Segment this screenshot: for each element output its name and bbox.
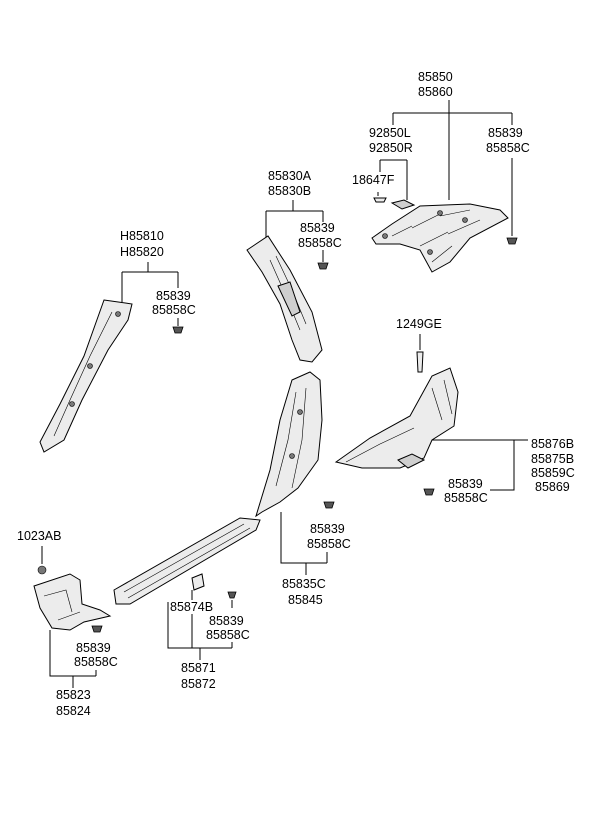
rear-trim-group: 1249GE 85876B 85875B 85859C 85869 85839 … bbox=[334, 317, 575, 505]
part-number-85876B: 85876B bbox=[531, 437, 574, 451]
scuff-trim-panel bbox=[113, 517, 261, 605]
roof-trim-panel bbox=[371, 203, 509, 273]
fp-boss-1 bbox=[115, 311, 121, 317]
part-number-85858C-cp-lower: 85858C bbox=[307, 537, 351, 551]
roof-clip-icon bbox=[506, 237, 518, 245]
part-number-85874B: 85874B bbox=[170, 600, 213, 614]
cowl-trim-detail bbox=[43, 589, 81, 621]
roof-trim-group: 85850 85860 92850L 92850R 85839 85858C 1… bbox=[352, 70, 530, 273]
leader-H85810 bbox=[121, 262, 179, 302]
leader-85823 bbox=[49, 630, 97, 688]
cp-upper-clip-icon bbox=[317, 262, 329, 270]
leader-85871 bbox=[167, 590, 233, 660]
part-number-85858C-rear: 85858C bbox=[444, 491, 488, 505]
center-pillar-upper-group: 85830A 85830B 85839 85858C bbox=[246, 169, 342, 363]
part-number-85835C: 85835C bbox=[282, 577, 326, 591]
center-pillar-lower-panel bbox=[255, 371, 323, 518]
part-number-85872: 85872 bbox=[181, 677, 216, 691]
fp-boss-3 bbox=[69, 401, 75, 407]
leader-rear-trim bbox=[432, 439, 528, 491]
part-number-85830B: 85830B bbox=[268, 184, 311, 198]
part-number-18647F: 18647F bbox=[352, 173, 395, 187]
part-number-92850R: 92850R bbox=[369, 141, 413, 155]
part-number-85858C-cowl: 85858C bbox=[74, 655, 118, 669]
bolt-icon bbox=[37, 565, 47, 575]
sill-clip-icon bbox=[227, 591, 237, 599]
part-number-85824: 85824 bbox=[56, 704, 91, 718]
part-number-85839-rear: 85839 bbox=[448, 477, 483, 491]
center-pillar-lower-group: 85839 85858C 85835C 85845 bbox=[255, 371, 351, 607]
cowl-clip-icon bbox=[91, 625, 103, 633]
part-number-92850L: 92850L bbox=[369, 126, 411, 140]
front-pillar-group: H85810 H85820 85839 85858C bbox=[39, 229, 196, 453]
part-number-H85810: H85810 bbox=[120, 229, 164, 243]
bulb-icon bbox=[373, 197, 387, 203]
part-number-85858C-sill: 85858C bbox=[206, 628, 250, 642]
roof-boss-3 bbox=[462, 217, 468, 223]
roof-boss-1 bbox=[382, 233, 388, 239]
part-number-85839-sill: 85839 bbox=[209, 614, 244, 628]
clip-85874B-icon bbox=[191, 573, 205, 591]
leader-85830 bbox=[265, 200, 324, 240]
screw-icon bbox=[416, 351, 424, 373]
cowl-trim-panel bbox=[33, 573, 112, 631]
fp-clip-icon bbox=[172, 326, 184, 334]
part-number-85845: 85845 bbox=[288, 593, 323, 607]
part-number-85839-cowl: 85839 bbox=[76, 641, 111, 655]
part-number-85858C-fp: 85858C bbox=[152, 303, 196, 317]
part-number-85839-fp: 85839 bbox=[156, 289, 191, 303]
part-number-85839-cp-lower: 85839 bbox=[310, 522, 345, 536]
center-pillar-lower-detail bbox=[275, 387, 307, 489]
rear-trim-pocket bbox=[397, 453, 426, 469]
cowl-trim-group: 1023AB 85839 85858C 85823 85824 bbox=[17, 529, 118, 718]
part-number-85860: 85860 bbox=[418, 85, 453, 99]
cp-lower-clip-icon bbox=[323, 501, 335, 509]
leader-85835C bbox=[280, 512, 328, 575]
part-number-85858C-cp-upper: 85858C bbox=[298, 236, 342, 250]
fp-boss-2 bbox=[87, 363, 93, 369]
rear-trim-detail bbox=[345, 379, 453, 463]
part-number-85839-roof: 85839 bbox=[488, 126, 523, 140]
cpl-boss-2 bbox=[289, 453, 295, 459]
part-number-85859C: 85859C bbox=[531, 466, 575, 480]
part-number-85869: 85869 bbox=[535, 480, 570, 494]
scuff-trim-detail bbox=[123, 523, 251, 599]
part-number-85830A: 85830A bbox=[268, 169, 312, 183]
part-number-H85820: H85820 bbox=[120, 245, 164, 259]
roof-trim-detail bbox=[391, 209, 481, 263]
scuff-trim-group: 85874B 85839 85858C 85871 85872 bbox=[113, 517, 261, 691]
part-number-85858C-roof: 85858C bbox=[486, 141, 530, 155]
seatbelt-slot bbox=[277, 281, 301, 317]
grab-handle-icon bbox=[390, 199, 416, 210]
part-number-1023AB: 1023AB bbox=[17, 529, 61, 543]
leader-92850 bbox=[379, 159, 408, 200]
roof-boss-2 bbox=[437, 210, 443, 216]
cpl-boss-1 bbox=[297, 409, 303, 415]
front-pillar-detail bbox=[53, 311, 113, 437]
rear-trim-panel bbox=[334, 367, 459, 469]
part-number-85871: 85871 bbox=[181, 661, 216, 675]
part-number-85823: 85823 bbox=[56, 688, 91, 702]
roof-boss-4 bbox=[427, 249, 433, 255]
leader-85850 bbox=[392, 100, 513, 200]
part-number-85850: 85850 bbox=[418, 70, 453, 84]
front-pillar-panel bbox=[39, 299, 133, 453]
part-number-85875B: 85875B bbox=[531, 452, 574, 466]
part-number-1249GE: 1249GE bbox=[396, 317, 442, 331]
rear-clip-icon bbox=[423, 488, 435, 496]
part-number-85839-cp-upper: 85839 bbox=[300, 221, 335, 235]
